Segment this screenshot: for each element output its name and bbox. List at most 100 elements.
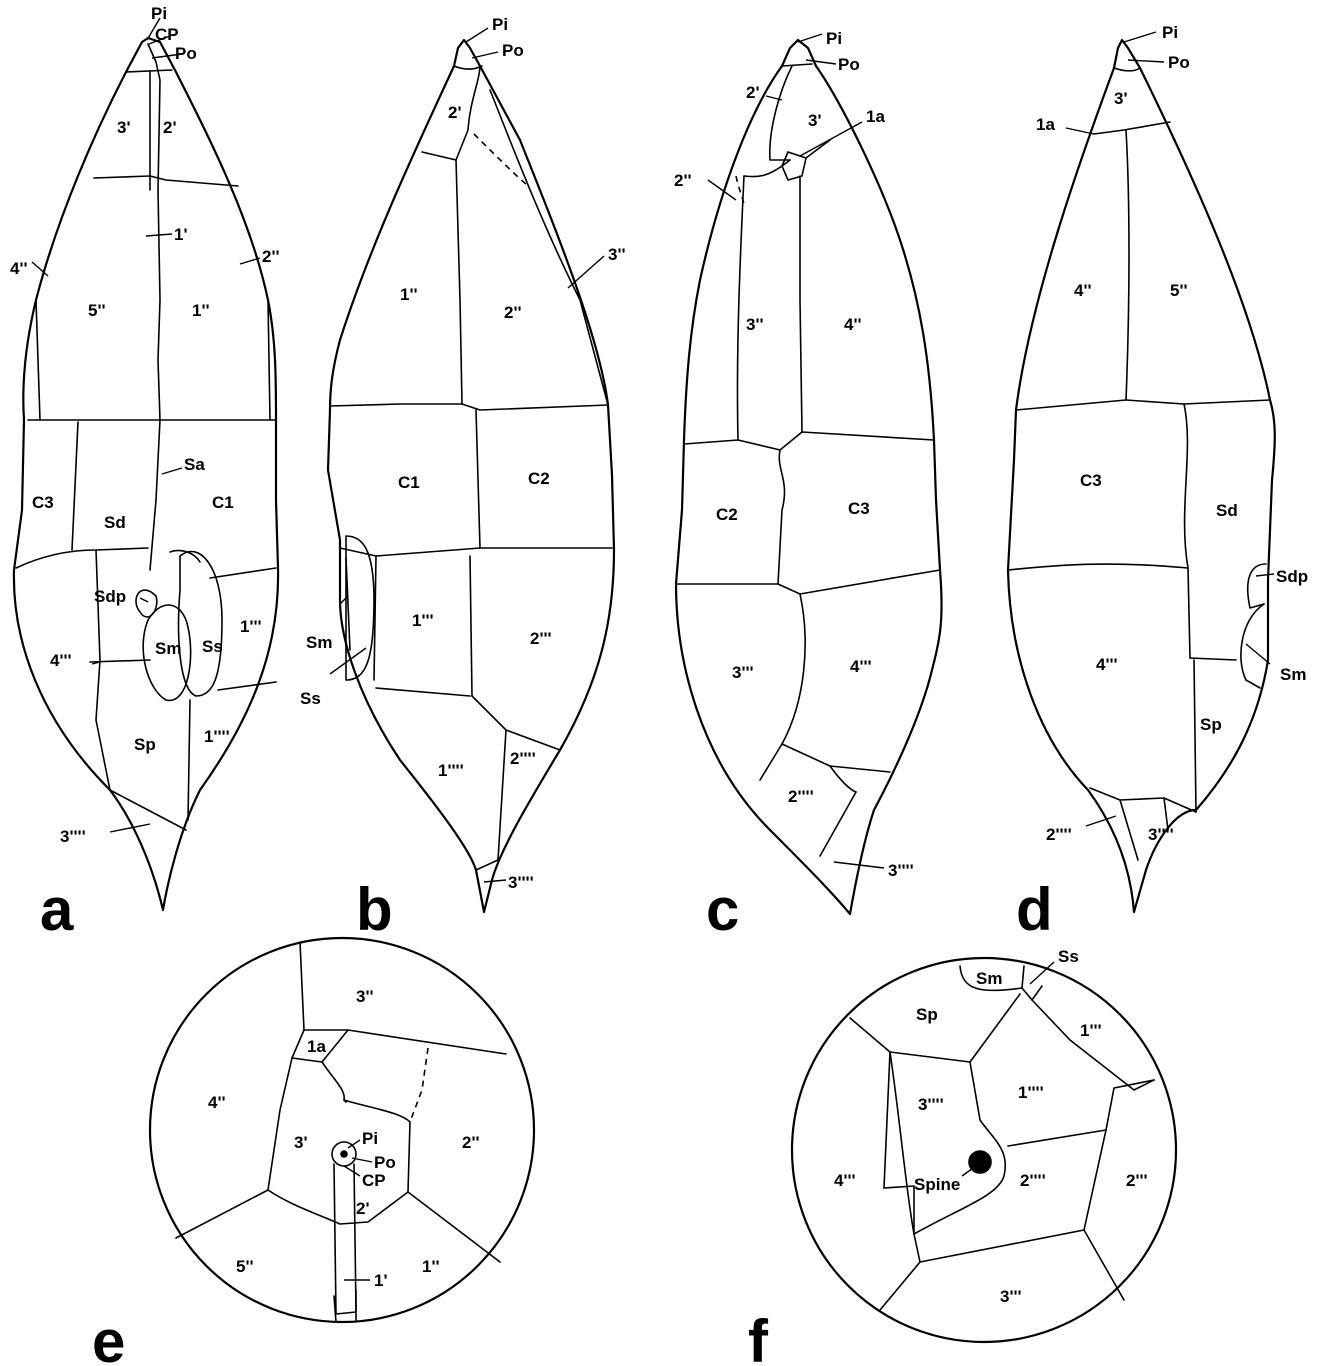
panel-f-label-sp: Sp bbox=[916, 1005, 938, 1024]
panel-d-label-po: Po bbox=[1168, 53, 1190, 72]
panel-f-label-2trip: 2''' bbox=[1126, 1171, 1148, 1190]
panel-c-label-po: Po bbox=[838, 55, 860, 74]
panel-f-label-sm: Sm bbox=[976, 969, 1002, 988]
panel-e-label-1a: 1a bbox=[307, 1037, 326, 1056]
panel-f: Sm Ss Sp 1''' 3'''' 1'''' 4''' Spine 2''… bbox=[748, 947, 1176, 1366]
panel-d-label-sm: Sm bbox=[1280, 665, 1306, 684]
panel-e-label-5dbl: 5'' bbox=[236, 1257, 254, 1276]
panel-b-letter: b bbox=[356, 876, 393, 943]
panel-b-label-1dbl: 1'' bbox=[400, 285, 418, 304]
panel-f-label-4trip: 4''' bbox=[834, 1171, 856, 1190]
panel-d-label-pi: Pi bbox=[1162, 23, 1178, 42]
panel-a-label-sdp: Sdp bbox=[94, 587, 126, 606]
panel-d-label-4dbl: 4'' bbox=[1074, 281, 1092, 300]
panel-c-label-2quad: 2'''' bbox=[788, 787, 814, 806]
panel-c-label-c2: C2 bbox=[716, 505, 738, 524]
panel-c-label-3prime: 3' bbox=[808, 111, 822, 130]
panel-e-label-1dbl: 1'' bbox=[422, 1257, 440, 1276]
panel-e-label-po: Po bbox=[374, 1153, 396, 1172]
panel-c-label-3quad: 3'''' bbox=[888, 861, 914, 880]
panel-d-label-c3: C3 bbox=[1080, 471, 1102, 490]
panel-f-label-spine: Spine bbox=[914, 1175, 960, 1194]
panel-d-label-sdp: Sdp bbox=[1276, 567, 1308, 586]
panel-a-label-po: Po bbox=[175, 44, 197, 63]
panel-a-label-4trip: 4''' bbox=[50, 651, 72, 670]
panel-c-label-4trip: 4''' bbox=[850, 657, 872, 676]
panel-e-label-2dbl: 2'' bbox=[462, 1133, 480, 1152]
panel-a-label-ss: Ss bbox=[202, 637, 223, 656]
panel-f-label-2quad: 2'''' bbox=[1020, 1171, 1046, 1190]
panel-a-label-pi: Pi bbox=[151, 4, 167, 23]
panel-b-label-pi: Pi bbox=[492, 15, 508, 34]
panel-a-label-1trip: 1''' bbox=[240, 617, 262, 636]
panel-f-label-ss: Ss bbox=[1058, 947, 1079, 966]
panel-a-leader-lines bbox=[32, 18, 260, 832]
panel-a-plate-sutures bbox=[16, 44, 276, 830]
panel-a-label-5dbl: 5'' bbox=[88, 301, 106, 320]
panel-f-label-3quad: 3'''' bbox=[918, 1095, 944, 1114]
panel-b-label-ss: Ss bbox=[300, 689, 321, 708]
panel-a-letter: a bbox=[40, 876, 74, 943]
panel-d-plate-sutures bbox=[1008, 68, 1270, 860]
panel-f-outline bbox=[792, 958, 1176, 1342]
panel-d-outline bbox=[1008, 40, 1275, 912]
panel-e-label-1prime: 1' bbox=[374, 1271, 388, 1290]
panel-f-label-1trip: 1''' bbox=[1080, 1021, 1102, 1040]
panel-c-label-4dbl: 4'' bbox=[844, 315, 862, 334]
panel-e-label-3prime: 3' bbox=[294, 1133, 308, 1152]
panel-e-label-2prime: 2' bbox=[356, 1199, 370, 1218]
panel-b-label-po: Po bbox=[502, 41, 524, 60]
panel-c-label-3trip: 3''' bbox=[732, 663, 754, 682]
panel-f-leader-lines bbox=[962, 962, 1054, 1176]
panel-b-label-c1: C1 bbox=[398, 473, 420, 492]
panel-e-plate-sutures bbox=[176, 942, 506, 1322]
panel-b-label-2dbl: 2'' bbox=[504, 303, 522, 322]
panel-e-label-pi: Pi bbox=[362, 1129, 378, 1148]
panel-b: Pi Po 2' 1'' 2'' 3'' C1 C2 Sm Ss 1''' 2'… bbox=[300, 15, 626, 943]
panel-c: Pi Po 2' 3' 1a 2'' 3'' 4'' C2 C3 3''' 4'… bbox=[674, 29, 942, 943]
panel-a-label-3prime: 3' bbox=[117, 118, 131, 137]
panel-b-label-c2: C2 bbox=[528, 469, 550, 488]
panel-a: Pi CP Po 3' 2' 1' 4'' 5'' 1'' 2'' Sa C3 … bbox=[10, 4, 280, 943]
panel-b-plate-sutures bbox=[330, 66, 612, 870]
panel-d-label-3prime: 3' bbox=[1114, 89, 1128, 108]
panel-a-label-c1: C1 bbox=[212, 493, 234, 512]
panel-d-leader-lines bbox=[1066, 32, 1274, 826]
panel-a-label-1dbl: 1'' bbox=[192, 301, 210, 320]
panel-b-label-1quad: 1'''' bbox=[438, 761, 464, 780]
panel-a-label-1prime: 1' bbox=[174, 225, 188, 244]
panel-d-label-sd: Sd bbox=[1216, 501, 1238, 520]
panel-c-label-2dbl: 2'' bbox=[674, 171, 692, 190]
panel-e-label-cp: CP bbox=[362, 1171, 386, 1190]
panel-a-label-sa: Sa bbox=[184, 455, 205, 474]
panel-b-label-2prime: 2' bbox=[448, 103, 462, 122]
panel-a-label-cp: CP bbox=[155, 25, 179, 44]
panel-a-label-2dbl: 2'' bbox=[262, 247, 280, 266]
panel-c-letter: c bbox=[706, 876, 739, 943]
panel-d-label-2quad: 2'''' bbox=[1046, 825, 1072, 844]
panel-c-label-3dbl: 3'' bbox=[746, 315, 764, 334]
panel-b-label-sm: Sm bbox=[306, 633, 332, 652]
panel-e-letter: e bbox=[92, 1308, 125, 1366]
panel-a-label-2prime: 2' bbox=[163, 118, 177, 137]
panel-b-label-2quad: 2'''' bbox=[510, 749, 536, 768]
panel-b-label-1trip: 1''' bbox=[412, 611, 434, 630]
panel-a-label-3quad: 3'''' bbox=[60, 827, 86, 846]
panel-d-letter: d bbox=[1016, 876, 1053, 943]
panel-e-label-4dbl: 4'' bbox=[208, 1093, 226, 1112]
panel-c-plate-sutures bbox=[676, 64, 940, 856]
panel-c-label-2prime: 2' bbox=[746, 83, 760, 102]
panel-d-label-5dbl: 5'' bbox=[1170, 281, 1188, 300]
panel-e: 3'' 1a 4'' 3' Pi Po CP 2'' 2' 5'' 1' 1''… bbox=[92, 938, 534, 1366]
panel-d-label-3quad: 3'''' bbox=[1148, 825, 1174, 844]
panel-b-label-3dbl: 3'' bbox=[608, 245, 626, 264]
panel-c-label-1a: 1a bbox=[866, 107, 885, 126]
panel-f-letter: f bbox=[748, 1308, 769, 1366]
panel-c-outline bbox=[676, 40, 942, 914]
panel-a-label-sd: Sd bbox=[104, 513, 126, 532]
panel-a-label-1quad: 1'''' bbox=[204, 727, 230, 746]
panel-e-dashed-suture bbox=[410, 1048, 428, 1122]
panel-f-label-3trip: 3''' bbox=[1000, 1287, 1022, 1306]
panel-e-label-3dbl: 3'' bbox=[356, 987, 374, 1006]
